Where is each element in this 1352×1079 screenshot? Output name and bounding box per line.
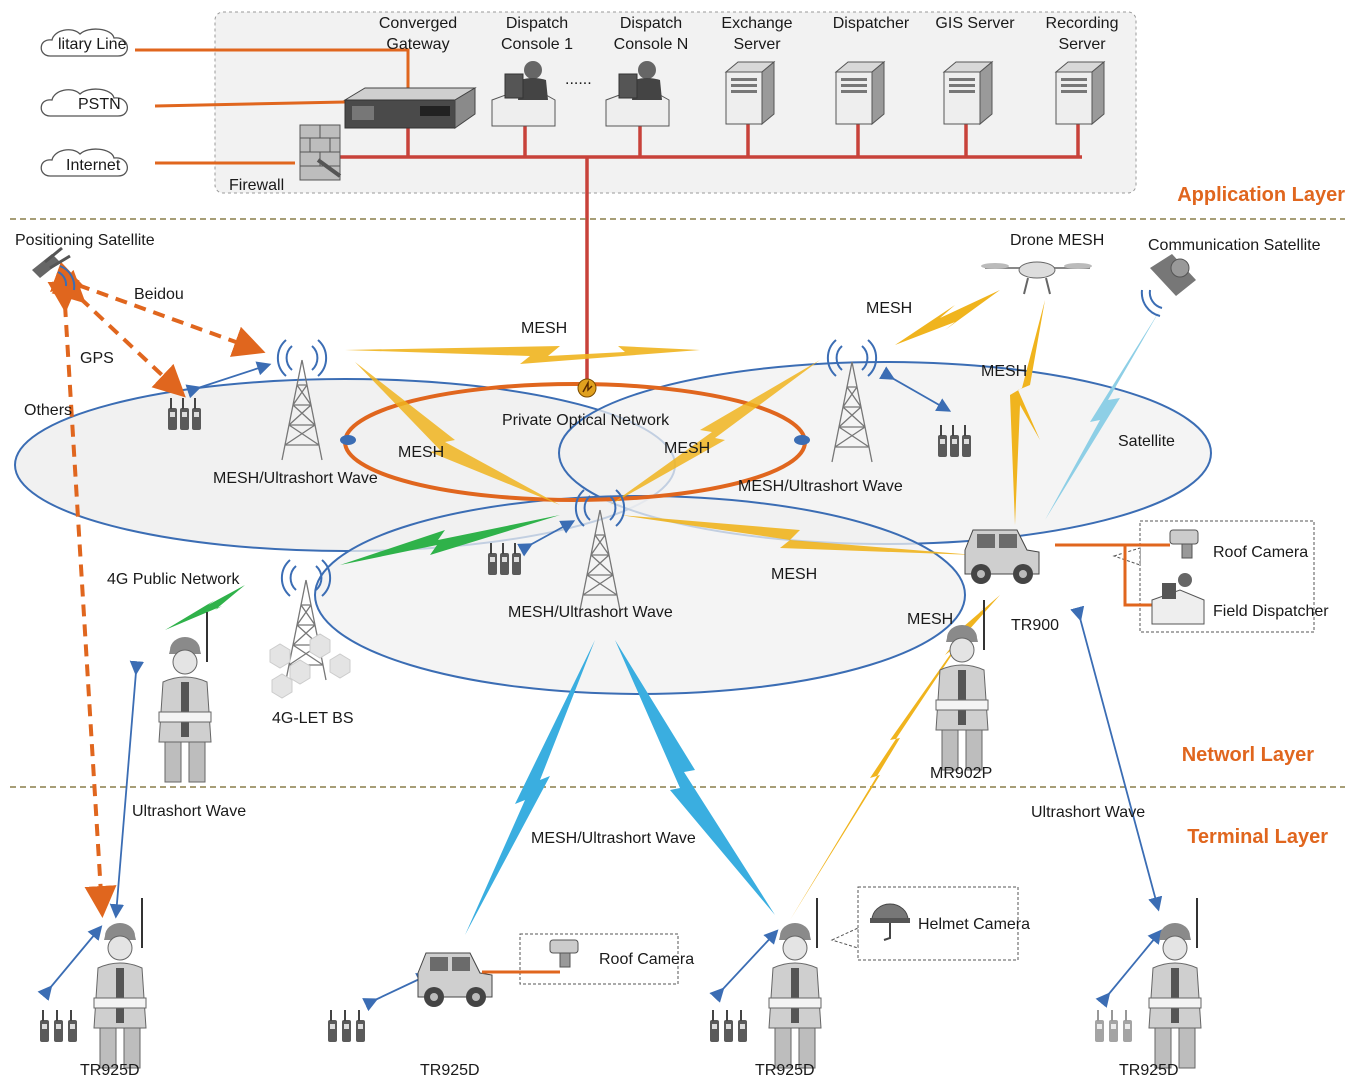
recording-server-icon (1055, 61, 1105, 125)
tower-center-label: MESH/Ultrashort Wave (508, 604, 673, 621)
helmet-camera-box (857, 886, 1019, 961)
positioning-links (47, 261, 266, 918)
public-4g-links (165, 515, 560, 630)
ultrashort-arrows (37, 361, 1163, 1012)
dispatch-console-n-label-2: Console N (614, 36, 689, 53)
mesh-center-label: MESH (664, 440, 710, 457)
tr925d-4-label: TR925D (1119, 1062, 1179, 1079)
gps-label: GPS (80, 350, 114, 367)
tr925d-1-label: TR925D (80, 1062, 140, 1079)
terminal-layer-title: Terminal Layer (1187, 826, 1328, 848)
internet-label: Internet (66, 157, 121, 174)
converged-gateway-label-2: Gateway (386, 36, 449, 53)
exchange-server-label-1: Exchange (721, 15, 792, 32)
tr900-callout-pointer (1112, 547, 1141, 566)
exchange-server-label-2: Server (733, 36, 781, 53)
drone-icon (981, 261, 1092, 295)
private-optical-label: Private Optical Network (502, 412, 670, 429)
tower-left-label: MESH/Ultrashort Wave (213, 470, 378, 487)
gis-server-icon (943, 61, 993, 125)
drone-mesh-label: Drone MESH (1010, 232, 1104, 249)
tr925d-4-person-icon (1148, 897, 1202, 1069)
converged-gateway-label-1: Converged (379, 15, 457, 32)
external-links (135, 48, 410, 165)
gis-server-label: GIS Server (935, 15, 1015, 32)
mesh-left-label: MESH (398, 444, 444, 461)
firewall-label: Firewall (229, 177, 284, 194)
lte-hex-cells-icon (269, 633, 351, 699)
dispatcher-label: Dispatcher (833, 15, 910, 32)
positioning-satellite-label: Positioning Satellite (15, 232, 155, 249)
tr925d-2-vehicle-icon (417, 952, 493, 1008)
tr900-label: TR900 (1011, 617, 1059, 634)
positioning-satellite-icon (32, 246, 76, 291)
uw-left-label: Ultrashort Wave (132, 803, 246, 820)
mesh-right-label: MESH (981, 363, 1027, 380)
optical-hub-icon (577, 378, 597, 398)
recording-server-label-1: Recording (1046, 15, 1119, 32)
mesh-drone-label: MESH (866, 300, 912, 317)
tr925d-3-label: TR925D (755, 1062, 815, 1079)
roof-camera-bottom-box (519, 933, 679, 985)
helmet-camera-label: Helmet Camera (918, 916, 1030, 933)
pstn-label: PSTN (78, 96, 121, 113)
application-layer-title: Application Layer (1177, 184, 1345, 206)
tr925d-1-person-icon (93, 897, 147, 1069)
tr925d-4-radios-icon (1095, 1010, 1132, 1042)
roof-camera-top-icon (1169, 529, 1199, 559)
dispatch-console-1-label-1: Dispatch (506, 15, 568, 32)
tr900-accessory-links (1055, 543, 1170, 607)
roof-camera-bottom-label: Roof Camera (599, 951, 694, 968)
tr925d-3-radios-icon (710, 1010, 747, 1042)
router-left-icon (340, 435, 356, 445)
uw-center-label: MESH/Ultrashort Wave (531, 830, 696, 847)
others-label: Others (24, 402, 72, 419)
mesh-top-label: MESH (521, 320, 567, 337)
dispatcher-server-icon (835, 61, 885, 125)
tr900-vehicle-icon (964, 529, 1040, 585)
beidou-label: Beidou (134, 286, 184, 303)
application-panel (214, 11, 1137, 194)
tr925d-3-person-icon (768, 897, 822, 1069)
ultrashort-links (465, 640, 775, 935)
tower-right-label: MESH/Ultrashort Wave (738, 478, 903, 495)
tr925d-2-radios-icon (328, 1010, 365, 1042)
router-right-icon (794, 435, 810, 445)
dispatch-console-1-icon (491, 61, 556, 127)
dispatch-console-n-icon (605, 61, 670, 127)
mesh-lower-label: MESH (771, 566, 817, 583)
satellite-label: Satellite (1118, 433, 1175, 450)
public-4g-label: 4G Public Network (107, 571, 240, 588)
communication-satellite-label: Communication Satellite (1148, 237, 1321, 254)
field-dispatcher-icon (1151, 573, 1205, 625)
recording-server-label-2: Server (1058, 36, 1106, 53)
dispatch-console-n-label-1: Dispatch (620, 15, 682, 32)
tr925d-1-radios-icon (40, 1010, 77, 1042)
satellite-link (1045, 310, 1160, 520)
dispatch-console-1-label-2: Console 1 (501, 36, 573, 53)
tower-left-waves-icon (276, 339, 328, 377)
exchange-server-icon (725, 61, 775, 125)
backbone-bus (335, 124, 1082, 388)
mesh-tr900-label: MESH (907, 611, 953, 628)
firewall-icon (299, 124, 342, 181)
ellipsis-label: ...... (565, 71, 592, 88)
helmet-camera-icon (870, 903, 910, 941)
mr902p-label: MR902P (930, 765, 992, 782)
military-line-label: litary Line (58, 36, 127, 53)
tr925d-2-label: TR925D (420, 1062, 480, 1079)
uw-right-label: Ultrashort Wave (1031, 804, 1145, 821)
lte-bs-label: 4G-LET BS (272, 710, 354, 727)
converged-gateway-icon (343, 87, 477, 129)
field-dispatcher-label: Field Dispatcher (1213, 603, 1329, 620)
roof-camera-top-label: Roof Camera (1213, 544, 1308, 561)
communication-satellite-icon (1140, 254, 1196, 317)
4g-person-icon (158, 611, 212, 783)
roof-camera-bottom-icon (549, 939, 579, 968)
helmet-camera-pointer (830, 927, 859, 949)
network-layer-title: Networl Layer (1182, 744, 1314, 766)
